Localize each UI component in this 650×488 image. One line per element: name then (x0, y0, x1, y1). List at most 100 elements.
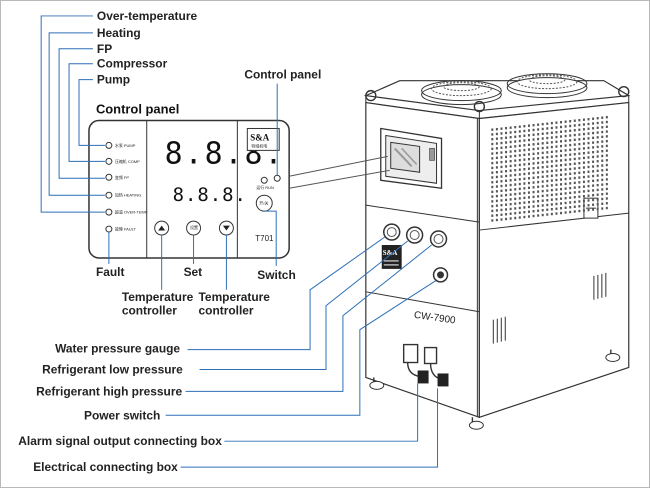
grille-slot (518, 158, 521, 162)
grille-slot (560, 192, 563, 196)
grille-slot (546, 208, 549, 211)
grille-slot (491, 133, 494, 136)
grille-slot (582, 199, 585, 203)
grille-slot (564, 192, 567, 195)
grille-slot (550, 160, 553, 163)
grille-slot (605, 154, 608, 157)
grille-slot (541, 137, 544, 140)
grille-slot (569, 182, 572, 185)
grille-slot (564, 153, 567, 157)
label-fault: Fault (96, 265, 125, 279)
grille-slot (523, 196, 526, 200)
grille-slot (514, 145, 517, 148)
grille-slot (509, 150, 512, 153)
label-water-pressure-gauge: Water pressure gauge (55, 342, 180, 356)
grille-slot (523, 172, 526, 176)
grille-slot (500, 218, 503, 221)
grille-slot (587, 156, 590, 159)
grille-slot (601, 140, 604, 143)
indicator-label: 故障 FAULT (115, 227, 137, 232)
grille-slot (495, 199, 498, 203)
grille-slot (500, 151, 503, 154)
grille-slot (550, 150, 553, 154)
grille-slot (509, 207, 512, 211)
grille-slot (587, 127, 590, 130)
pump-led (105, 141, 113, 149)
grille-slot (592, 203, 595, 206)
grille-slot (541, 156, 544, 159)
grille-slot (550, 169, 553, 173)
grille-slot (582, 166, 585, 169)
grille-slot (587, 194, 590, 197)
grille-slot (555, 169, 558, 172)
grille-slot (500, 132, 503, 135)
grille-slot (532, 195, 535, 199)
grille-slot (596, 160, 599, 163)
grille-slot (601, 207, 604, 210)
grille-slot (578, 128, 581, 131)
control-panel (88, 119, 290, 259)
grille-slot (592, 198, 595, 202)
grille-slot (564, 187, 567, 190)
grille-slot (564, 130, 567, 133)
grille-slot (532, 205, 535, 208)
grille-slot (505, 203, 508, 206)
grille-slot (564, 163, 567, 166)
grille-slot (587, 208, 590, 212)
grille-slot (578, 195, 581, 198)
grille-slot (560, 159, 563, 162)
grille-slot (546, 170, 549, 173)
grille-slot (592, 208, 595, 211)
panel-model: T701 (255, 234, 274, 243)
grille-slot (527, 205, 530, 209)
grille-slot (596, 193, 599, 196)
grille-slot (527, 186, 530, 190)
grille-slot (605, 163, 608, 167)
grille-slot (582, 195, 585, 198)
grille-slot (546, 146, 549, 149)
grille-slot (509, 131, 512, 134)
grille-slot (509, 145, 512, 148)
grille-slot (537, 128, 540, 131)
grille-slot (578, 138, 581, 141)
grille-slot (564, 149, 567, 152)
grille-slot (592, 160, 595, 163)
grille-slot (573, 148, 576, 151)
grille-slot (564, 201, 567, 205)
grille-slot (573, 162, 576, 165)
grille-slot (541, 204, 544, 207)
grille-slot (560, 207, 563, 210)
grille-slot (505, 217, 508, 221)
grille-slot (509, 169, 512, 172)
label-electrical-box: Electrical connecting box (33, 460, 178, 474)
grille-slot (569, 163, 572, 166)
grille-slot (550, 174, 553, 177)
grille-slot (550, 126, 553, 130)
grille-slot (514, 178, 517, 181)
grille-slot (592, 141, 595, 144)
grille-slot (555, 140, 558, 144)
grille-slot (523, 124, 526, 128)
grille-slot (582, 151, 585, 155)
grille-slot (546, 122, 549, 125)
grille-slot (592, 136, 595, 140)
grille-slot (527, 196, 530, 199)
grille-slot (560, 197, 563, 200)
grille-slot (523, 182, 526, 185)
indicator-label: 水泵 PUMP (115, 143, 136, 148)
grille-slot (495, 218, 498, 222)
grille-slot (578, 209, 581, 213)
grille-slot (523, 206, 526, 209)
grille-slot (532, 181, 535, 184)
setpoint-display: 8.8.8. (173, 184, 247, 206)
grille-slot (587, 175, 590, 178)
grille-slot (500, 184, 503, 188)
grille-slot (582, 209, 585, 212)
grille-slot (537, 195, 540, 198)
grille-slot (601, 188, 604, 191)
grille-slot (601, 169, 604, 172)
grille-slot (550, 145, 553, 149)
grille-slot (596, 203, 599, 206)
label-alarm-signal-box: Alarm signal output connecting box (18, 434, 222, 448)
grille-slot (491, 147, 494, 150)
